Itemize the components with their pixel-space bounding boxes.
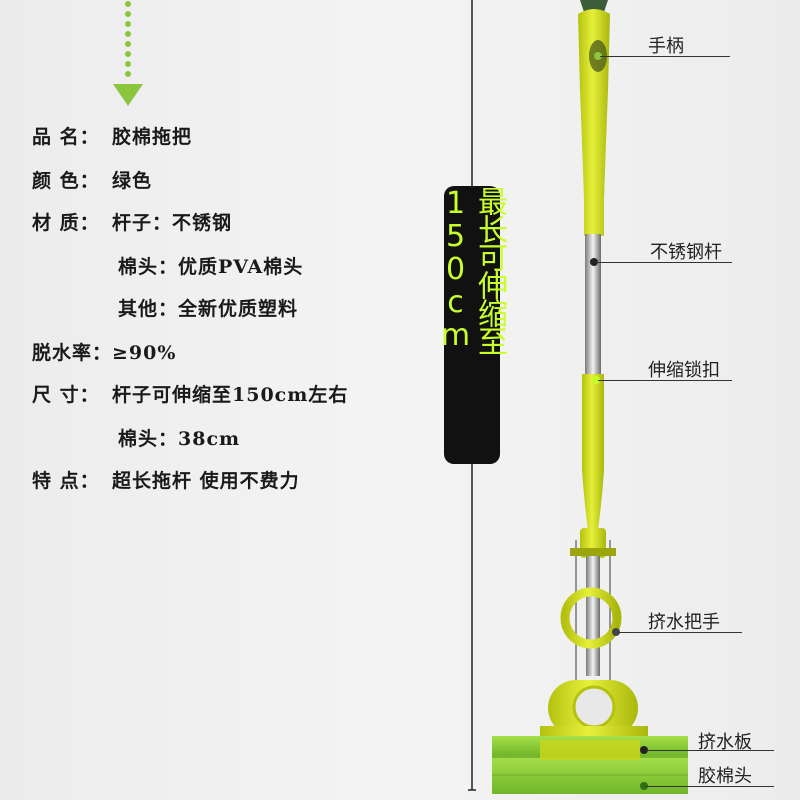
callout-squeeze-handle: 挤水把手 [648, 612, 720, 633]
spec-label: 特 点： [32, 470, 100, 492]
down-arrow-icon [113, 84, 143, 106]
callout-line-lock [598, 380, 732, 381]
lower-handle [582, 374, 604, 530]
spec-row-size-head: 棉头：38cm [118, 424, 240, 454]
callout-rod: 不锈钢杆 [650, 242, 722, 263]
spec-row-feature: 特 点： 超长拖杆 使用不费力 [32, 466, 300, 496]
spec-value: 棉头：优质PVA棉头 [118, 256, 304, 278]
callout-handle: 手柄 [648, 36, 684, 57]
spec-row-color: 颜 色： 绿色 [32, 166, 152, 196]
spec-value: 杆子：不锈钢 [112, 212, 233, 234]
spec-row-material-other: 其他：全新优质塑料 [118, 294, 298, 324]
callout-line-handle [600, 56, 730, 57]
spec-label: 品 名： [32, 126, 100, 148]
squeeze-ring [560, 587, 622, 649]
callout-line-rod [596, 262, 732, 263]
spec-label: 脱水率： [32, 342, 113, 364]
spec-label: 尺 寸： [32, 384, 100, 406]
spec-label: 颜 色： [32, 170, 100, 192]
callout-line-sponge-head [646, 786, 774, 787]
dotted-guide [125, 1, 131, 77]
callout-squeeze-plate: 挤水板 [698, 732, 752, 753]
callout-line-squeeze-plate [646, 750, 774, 751]
spec-value: 胶棉拖把 [112, 126, 193, 148]
spec-value: 超长拖杆 使用不费力 [112, 470, 300, 492]
callout-line-squeeze-handle [618, 632, 742, 633]
spec-row-material: 材 质： 杆子：不锈钢 [32, 208, 232, 238]
steel-rod [585, 234, 601, 376]
spec-value: ≥90% [112, 342, 177, 364]
spec-row-material-head: 棉头：优质PVA棉头 [118, 252, 303, 282]
spec-value: 杆子可伸缩至150cm左右 [112, 384, 349, 406]
spec-row-size: 尺 寸： 杆子可伸缩至150cm左右 [32, 380, 348, 410]
spec-value: 棉头：38cm [118, 428, 241, 450]
mop-illustration [492, 0, 688, 794]
spec-value: 绿色 [112, 170, 153, 192]
spec-row-name: 品 名： 胶棉拖把 [32, 122, 192, 152]
spec-label: 材 质： [32, 212, 100, 234]
spec-row-dewater: 脱水率：≥90% [32, 338, 176, 368]
callout-lock: 伸缩锁扣 [648, 360, 720, 381]
callout-sponge-head: 胶棉头 [698, 766, 752, 787]
spec-value: 其他：全新优质塑料 [118, 298, 299, 320]
